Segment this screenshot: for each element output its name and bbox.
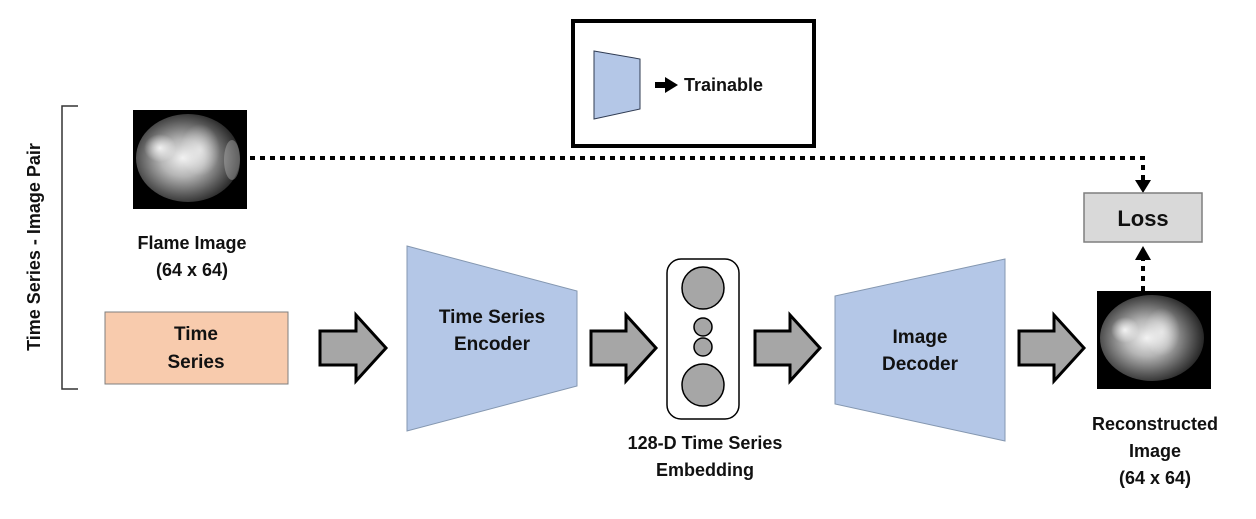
embedding-unit xyxy=(693,337,713,357)
time-series-line1: Time xyxy=(174,324,218,345)
embedding-unit xyxy=(681,363,725,407)
block-right-arrow-icon xyxy=(1017,311,1087,385)
reconstructed-line1: Reconstructed xyxy=(1092,414,1218,434)
reconstructed-image xyxy=(1097,291,1211,389)
pair-bracket: Time Series - Image Pair xyxy=(24,105,78,390)
reconstructed-line3: (64 x 64) xyxy=(1119,468,1191,488)
encoder-line2: Encoder xyxy=(454,334,531,355)
flame-image-title: Flame Image xyxy=(137,233,246,253)
embedding-line2: Embedding xyxy=(656,460,754,480)
loss-path-arrowhead xyxy=(1135,180,1151,193)
encoder-line1: Time Series xyxy=(439,307,545,328)
block-right-arrow-icon xyxy=(318,311,389,385)
decoder-line2: Decoder xyxy=(882,354,959,375)
time-series-encoder: Time Series Encoder xyxy=(406,245,578,432)
embedding-line1: 128-D Time Series xyxy=(628,433,783,453)
legend-trainable-swatch xyxy=(593,50,641,120)
legend-trainable-label: Trainable xyxy=(684,75,763,95)
legend-box: Trainable xyxy=(571,19,816,148)
reconstruction-to-loss-arrowhead xyxy=(1135,246,1151,260)
pair-bracket-label: Time Series - Image Pair xyxy=(24,143,44,351)
image-decoder: Image Decoder xyxy=(834,258,1006,442)
time-series-line2: Series xyxy=(167,352,224,373)
reconstructed-line2: Image xyxy=(1129,441,1181,461)
flame-image-size: (64 x 64) xyxy=(156,260,228,280)
loss-path-dotted xyxy=(250,156,1145,182)
block-right-arrow-icon xyxy=(753,311,823,385)
loss-box: Loss xyxy=(1083,192,1203,243)
embedding-unit xyxy=(681,266,725,310)
right-arrow-icon xyxy=(655,77,678,93)
embedding-vector xyxy=(666,258,740,420)
decoder-line1: Image xyxy=(893,327,948,348)
block-right-arrow-icon xyxy=(589,311,659,385)
time-series-box: Time Series xyxy=(104,311,289,385)
loss-label: Loss xyxy=(1117,206,1168,231)
flame-image xyxy=(133,110,247,209)
embedding-unit xyxy=(693,317,713,337)
